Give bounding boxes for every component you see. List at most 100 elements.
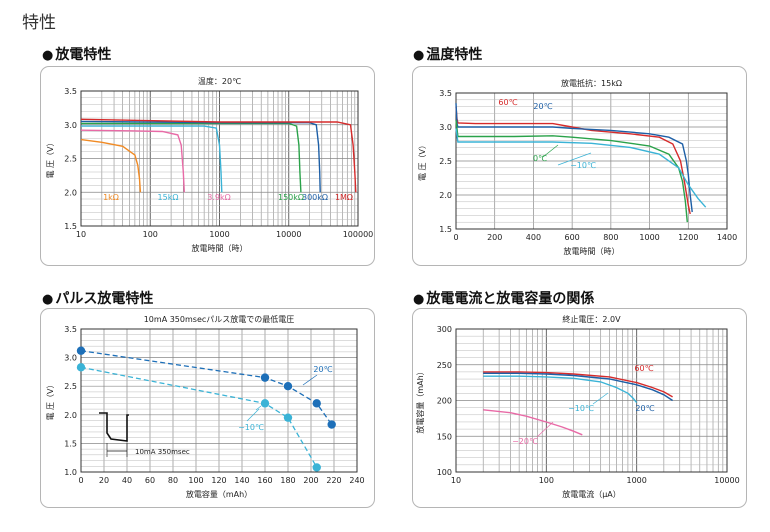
y-tick-label: 2.0 xyxy=(439,191,452,200)
bullet-icon: ● xyxy=(413,292,425,307)
bullet-icon: ● xyxy=(413,48,425,63)
x-tick-label: 1000 xyxy=(626,476,646,485)
y-tick-label: 3.5 xyxy=(64,87,77,96)
x-tick-label: 10000 xyxy=(714,476,739,485)
label-leader-line xyxy=(542,144,559,158)
y-axis-label: 電 圧（V） xyxy=(46,138,55,178)
x-tick-label: 100 xyxy=(143,230,158,239)
x-tick-label: 220 xyxy=(326,476,341,485)
bullet-icon: ● xyxy=(42,292,54,307)
x-tick-label: 400 xyxy=(526,233,541,242)
data-point xyxy=(260,373,270,382)
x-tick-label: 140 xyxy=(234,476,249,485)
series-label: −10℃ xyxy=(570,161,596,170)
series-line-4 xyxy=(455,128,707,208)
x-axis-label: 放電時間（時） xyxy=(564,246,620,256)
series-line-1 xyxy=(80,350,333,425)
section-title-text: 温度特性 xyxy=(426,47,483,63)
x-tick-label: 1400 xyxy=(717,233,737,242)
section-title-text: パルス放電特性 xyxy=(55,291,154,307)
x-tick-label: 100000 xyxy=(343,230,374,239)
x-tick-label: 60 xyxy=(145,476,155,485)
plot-frame xyxy=(80,90,359,227)
series-line-4 xyxy=(81,122,302,193)
pulse-waveform-icon xyxy=(99,412,129,442)
x-tick-label: 0 xyxy=(453,233,458,242)
x-tick-label: 100 xyxy=(539,476,554,485)
x-tick-label: 0 xyxy=(78,476,83,485)
x-tick-label: 1200 xyxy=(678,233,698,242)
label-leader-line xyxy=(246,408,260,422)
series-label: 3.9kΩ xyxy=(207,193,230,202)
x-tick-label: 200 xyxy=(303,476,318,485)
plot-frame xyxy=(80,328,358,473)
series-label: 60℃ xyxy=(634,364,653,373)
x-tick-label: 10 xyxy=(76,230,86,239)
data-point xyxy=(76,346,86,355)
x-tick-label: 1000 xyxy=(209,230,229,239)
y-tick-label: 2.0 xyxy=(64,188,77,197)
series-line-3 xyxy=(81,125,223,193)
series-label: 150kΩ xyxy=(278,193,304,202)
series-label: 300kΩ xyxy=(302,193,328,202)
y-tick-label: 3.0 xyxy=(64,121,77,130)
series-line-2 xyxy=(483,372,673,402)
section-title-temperature: ●温度特性 xyxy=(413,44,482,64)
y-tick-label: 1.5 xyxy=(64,222,77,231)
label-leader-line xyxy=(302,374,318,386)
section-title-pulse: ●パルス放電特性 xyxy=(42,288,153,308)
chart-title: 温度：20℃ xyxy=(198,76,241,86)
data-point xyxy=(327,420,336,429)
page-title: 特性 xyxy=(22,13,56,33)
series-line-3 xyxy=(455,120,688,223)
y-tick-label: 250 xyxy=(437,361,452,370)
section-title-text: 放電特性 xyxy=(55,47,112,63)
label-leader-line xyxy=(592,392,609,405)
series-line-3 xyxy=(483,375,638,404)
x-tick-label: 1000 xyxy=(639,233,659,242)
x-tick-label: 40 xyxy=(122,476,132,485)
x-tick-label: 80 xyxy=(168,476,178,485)
series-label: 60℃ xyxy=(498,98,517,107)
series-label: 1MΩ xyxy=(335,193,353,202)
y-tick-label: 150 xyxy=(437,432,452,441)
y-axis-label: 電 圧（V） xyxy=(46,380,55,420)
plot-frame xyxy=(455,328,728,473)
x-tick-label: 180 xyxy=(280,476,295,485)
series-label: 20℃ xyxy=(635,404,654,413)
plot-frame xyxy=(455,92,728,230)
y-tick-label: 2.0 xyxy=(64,411,77,420)
y-tick-label: 1.5 xyxy=(64,439,77,448)
data-point xyxy=(260,399,270,408)
x-axis-label: 放電時間（時） xyxy=(192,243,248,253)
inset-label: 10mA 350msec xyxy=(135,448,190,456)
data-point xyxy=(283,413,293,422)
y-tick-label: 3.5 xyxy=(439,89,452,98)
chart-title: 放電抵抗：15kΩ xyxy=(561,78,622,88)
y-tick-label: 300 xyxy=(437,325,452,334)
label-arrow-head xyxy=(255,405,262,411)
y-tick-label: 200 xyxy=(437,397,452,406)
series-label: −20℃ xyxy=(512,437,538,446)
series-line-2 xyxy=(455,103,693,213)
x-axis-label: 放電容量（mAh） xyxy=(186,489,252,499)
series-label: −10℃ xyxy=(568,404,594,413)
series-line-4 xyxy=(483,409,583,436)
y-tick-label: 2.5 xyxy=(64,382,77,391)
series-label: −10℃ xyxy=(238,423,264,432)
bullet-icon: ● xyxy=(42,48,54,63)
x-tick-label: 20 xyxy=(99,476,109,485)
section-title-current-capacity: ●放電電流と放電容量の関係 xyxy=(413,288,594,308)
series-label: 15kΩ xyxy=(158,193,179,202)
y-axis-label: 放電容量（mAh） xyxy=(415,367,425,433)
series-line-2 xyxy=(80,366,318,468)
label-leader-line xyxy=(557,152,592,166)
y-tick-label: 2.5 xyxy=(64,155,77,164)
chart-title: 終止電圧：2.0V xyxy=(562,314,621,324)
label-leader-line xyxy=(536,421,554,438)
